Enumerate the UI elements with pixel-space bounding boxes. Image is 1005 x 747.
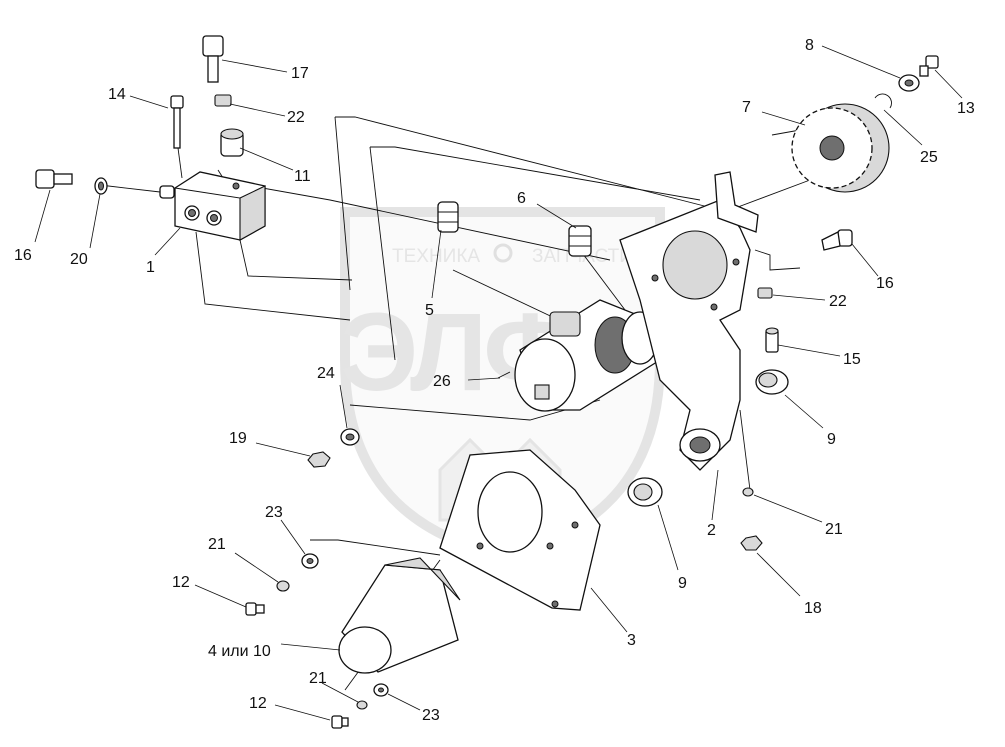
callout-12-lower: 12	[249, 695, 267, 712]
washer-23-bottom	[373, 683, 389, 697]
callout-22-top: 22	[287, 109, 305, 126]
gear-7	[791, 103, 890, 193]
callout-5: 5	[425, 302, 434, 319]
filter-4-or-10	[338, 557, 461, 674]
nut-19	[307, 451, 331, 468]
washer-23-top	[301, 553, 319, 569]
callout-8: 8	[805, 37, 814, 54]
callout-24: 24	[317, 365, 335, 382]
callout-23-lower: 23	[422, 707, 440, 724]
washer-21-right	[742, 487, 754, 497]
snap-ring-25	[874, 93, 892, 109]
callout-16-left: 16	[14, 247, 32, 264]
callout-2: 2	[707, 522, 716, 539]
callout-18: 18	[804, 600, 822, 617]
bushing-9-top	[755, 369, 789, 395]
bolt-16-left	[35, 169, 73, 189]
nut-18	[740, 535, 763, 551]
nut-22-top	[214, 94, 232, 107]
leader-lines	[34, 45, 963, 721]
pin-15	[765, 327, 779, 353]
callout-15: 15	[843, 351, 861, 368]
cover-plate-3	[439, 449, 601, 611]
callout-21-right: 21	[825, 521, 843, 538]
washer-21-lower-left	[356, 700, 368, 710]
callout-9-upper: 9	[827, 431, 836, 448]
bracket-2	[619, 171, 759, 471]
callout-16-right: 16	[876, 275, 894, 292]
fitting-6	[568, 225, 592, 257]
callout-20: 20	[70, 251, 88, 268]
callout-21-lower-left: 21	[309, 670, 327, 687]
washer-21-upper-left	[276, 580, 290, 592]
callout-11: 11	[294, 168, 311, 185]
callout-21-upper-left: 21	[208, 536, 226, 553]
sleeve-11	[220, 128, 244, 157]
watermark-gear-icon	[493, 243, 513, 263]
bushing-9-bottom	[627, 477, 663, 507]
callout-26: 26	[433, 373, 451, 390]
washer-8	[898, 74, 920, 92]
callout-17: 17	[291, 65, 309, 82]
bolt-12-upper	[245, 602, 265, 616]
bolt-17	[202, 35, 224, 83]
watermark-left-text: ТЕХНИКА	[392, 246, 480, 267]
bolt-12-lower	[331, 715, 349, 729]
callout-9-lower: 9	[678, 575, 687, 592]
washer-24	[340, 428, 360, 446]
callout-13: 13	[957, 100, 975, 117]
bolt-16-right	[821, 229, 853, 251]
nut-22-right	[757, 287, 773, 299]
fitting-5	[437, 201, 459, 233]
hydraulic-motor	[514, 299, 661, 412]
callout-1: 1	[146, 259, 155, 276]
pins-26	[497, 371, 511, 379]
callout-12-upper: 12	[172, 574, 190, 591]
bolt-13	[919, 55, 939, 77]
callout-labels: 1 2 3 4 или 10 5 6 7 8 9 9 11 12 12 13 1…	[14, 37, 975, 724]
callout-22-right: 22	[829, 293, 847, 310]
callout-23-upper: 23	[265, 504, 283, 521]
bolt-14	[170, 95, 184, 149]
callout-4-or-10: 4 или 10	[208, 643, 271, 660]
callout-19: 19	[229, 430, 247, 447]
callout-14: 14	[108, 86, 126, 103]
callout-7: 7	[742, 99, 751, 116]
callout-6: 6	[517, 190, 526, 207]
valve-block-1	[159, 171, 266, 241]
callout-3: 3	[627, 632, 636, 649]
callout-25: 25	[920, 149, 938, 166]
washer-20	[94, 177, 108, 195]
